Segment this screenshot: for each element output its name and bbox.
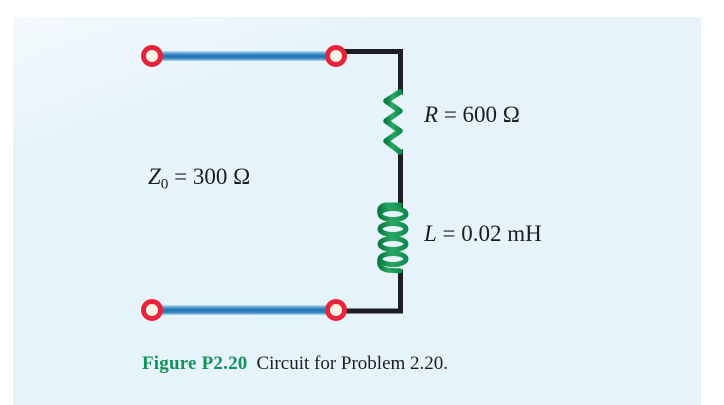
black-wire-top xyxy=(333,49,403,95)
source-impedance-equals: = xyxy=(174,164,188,189)
inductor-symbol xyxy=(377,202,409,274)
source-impedance-subscript: 0 xyxy=(160,175,169,193)
source-impedance-symbol: Z xyxy=(148,164,161,189)
inductor-symbol-text: L xyxy=(424,221,437,246)
resistor-symbol-text: R xyxy=(424,102,439,127)
top-right-terminal xyxy=(325,45,347,67)
bottom-right-terminal xyxy=(325,299,347,321)
source-impedance-unit: Ω xyxy=(233,164,251,189)
resistor-unit: Ω xyxy=(502,102,520,127)
figure-caption: Figure P2.20 Circuit for Problem 2.20. xyxy=(142,354,448,373)
resistor-value: 600 xyxy=(462,102,498,127)
resistor-symbol xyxy=(383,89,403,155)
bottom-left-terminal xyxy=(141,299,163,321)
blue-wire-bottom xyxy=(152,305,338,315)
top-left-terminal xyxy=(141,45,163,67)
inductor-label: L = 0.02 mH xyxy=(424,222,542,245)
source-impedance-label: Z0 = 300 Ω xyxy=(148,165,250,191)
inductor-value: 0.02 xyxy=(461,221,502,246)
caption-figure-number: Figure P2.20 xyxy=(142,353,248,374)
blue-wire-top xyxy=(152,51,338,61)
resistor-equals: = xyxy=(443,102,457,127)
inductor-unit: mH xyxy=(507,221,542,246)
inductor-equals: = xyxy=(442,221,456,246)
resistor-label: R = 600 Ω xyxy=(424,103,520,126)
source-impedance-value: 300 xyxy=(192,164,228,189)
black-wire-bottom xyxy=(333,269,403,314)
caption-description: Circuit for Problem 2.20. xyxy=(256,353,449,374)
